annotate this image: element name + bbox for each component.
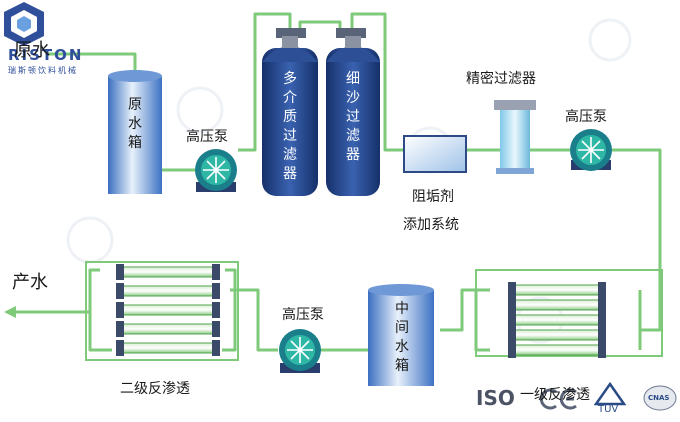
raw-water-tank [108, 70, 162, 194]
ro2-membrane [119, 304, 217, 316]
ro1-membrane [511, 284, 603, 296]
pipe-pump1-media [238, 12, 292, 152]
pump3-label: 高压泵 [282, 307, 324, 323]
ro2-membrane [119, 342, 217, 354]
antiscalant-label-1: 阻垢剂 [412, 189, 454, 205]
ro2-membrane-cap [212, 340, 220, 356]
ro1-membrane-cap [508, 282, 516, 298]
ro1-label: 一级反渗透 [520, 387, 590, 403]
high-pressure-pump-1 [195, 149, 237, 192]
precision-filter-label: 精密过滤器 [466, 71, 536, 87]
brand-tagline: 瑞斯顿饮料机械 [8, 66, 78, 75]
pipe-sand-top [350, 12, 405, 152]
ro1-membrane-cap [508, 342, 516, 358]
tuv-cert: TÜV [598, 404, 619, 415]
pump1-label: 高压泵 [186, 129, 228, 145]
high-pressure-pump-2 [570, 129, 612, 171]
ro2-membrane-cap [116, 340, 124, 356]
multi-media-filter [262, 28, 318, 196]
raw-tank-label: 原水箱 [128, 97, 142, 151]
antiscalant-dosing-box [403, 135, 467, 173]
sand-filter-label: 细沙过滤器 [346, 71, 360, 163]
media-filter-label: 多介质过滤器 [283, 71, 297, 182]
ro1-membrane [511, 299, 603, 311]
cnas-cert-icon [643, 385, 677, 411]
product-arrow [4, 306, 16, 318]
raw-water-label: 原水 [14, 40, 50, 61]
pump2-label: 高压泵 [565, 109, 607, 125]
ro2-membrane-cap [212, 321, 220, 337]
pipe-pump2-ro1 [612, 148, 662, 332]
ce-cert-icon [539, 388, 577, 410]
ro2-membrane-cap [116, 321, 124, 337]
ro-stage-1 [475, 269, 663, 358]
ro1-membrane-cap [598, 282, 606, 298]
ro1-membrane-cap [508, 327, 516, 343]
product-water-label: 产水 [12, 272, 48, 293]
cnas-cert: CNAS [648, 394, 670, 402]
ro2-membrane-cap [116, 302, 124, 318]
ro2-membrane-cap [212, 283, 220, 299]
precision-filter [494, 100, 536, 174]
ro-stage-2 [85, 261, 239, 361]
ro1-membrane [511, 344, 603, 356]
fine-sand-filter [326, 28, 380, 196]
mid-tank-label: 中间水箱 [395, 301, 409, 374]
antiscalant-label-2: 添加系统 [403, 217, 459, 233]
ro2-membrane-cap [116, 264, 124, 280]
ro1-membrane-cap [508, 297, 516, 313]
intermediate-water-tank [368, 284, 434, 386]
ce-cert: CE [548, 412, 549, 413]
ro1-membrane-cap [598, 327, 606, 343]
ro2-membrane [119, 323, 217, 335]
ro2-label: 二级反渗透 [120, 381, 190, 397]
ro1-membrane-cap [508, 312, 516, 328]
pipe-raw-in [48, 52, 137, 72]
ro2-membrane [119, 285, 217, 297]
brand-name: RISTON [8, 46, 84, 64]
riston-logo-icon [4, 2, 44, 46]
ro2-membrane [119, 266, 217, 278]
ro1-membrane-cap [598, 297, 606, 313]
ro1-membrane-cap [598, 312, 606, 328]
ro1-membrane [511, 314, 603, 326]
ro1-membrane-cap [598, 342, 606, 358]
ro1-membrane [511, 329, 603, 341]
ro2-membrane-cap [212, 264, 220, 280]
pipes [14, 12, 662, 352]
pipe-pump3-ro2 [230, 288, 278, 352]
high-pressure-pump-3 [279, 329, 321, 373]
tuv-cert-icon [593, 381, 627, 406]
iso-cert: ISO [476, 386, 515, 410]
pipe-ro1-mid [440, 288, 490, 332]
ro2-membrane-cap [212, 302, 220, 318]
ro2-membrane-cap [116, 283, 124, 299]
